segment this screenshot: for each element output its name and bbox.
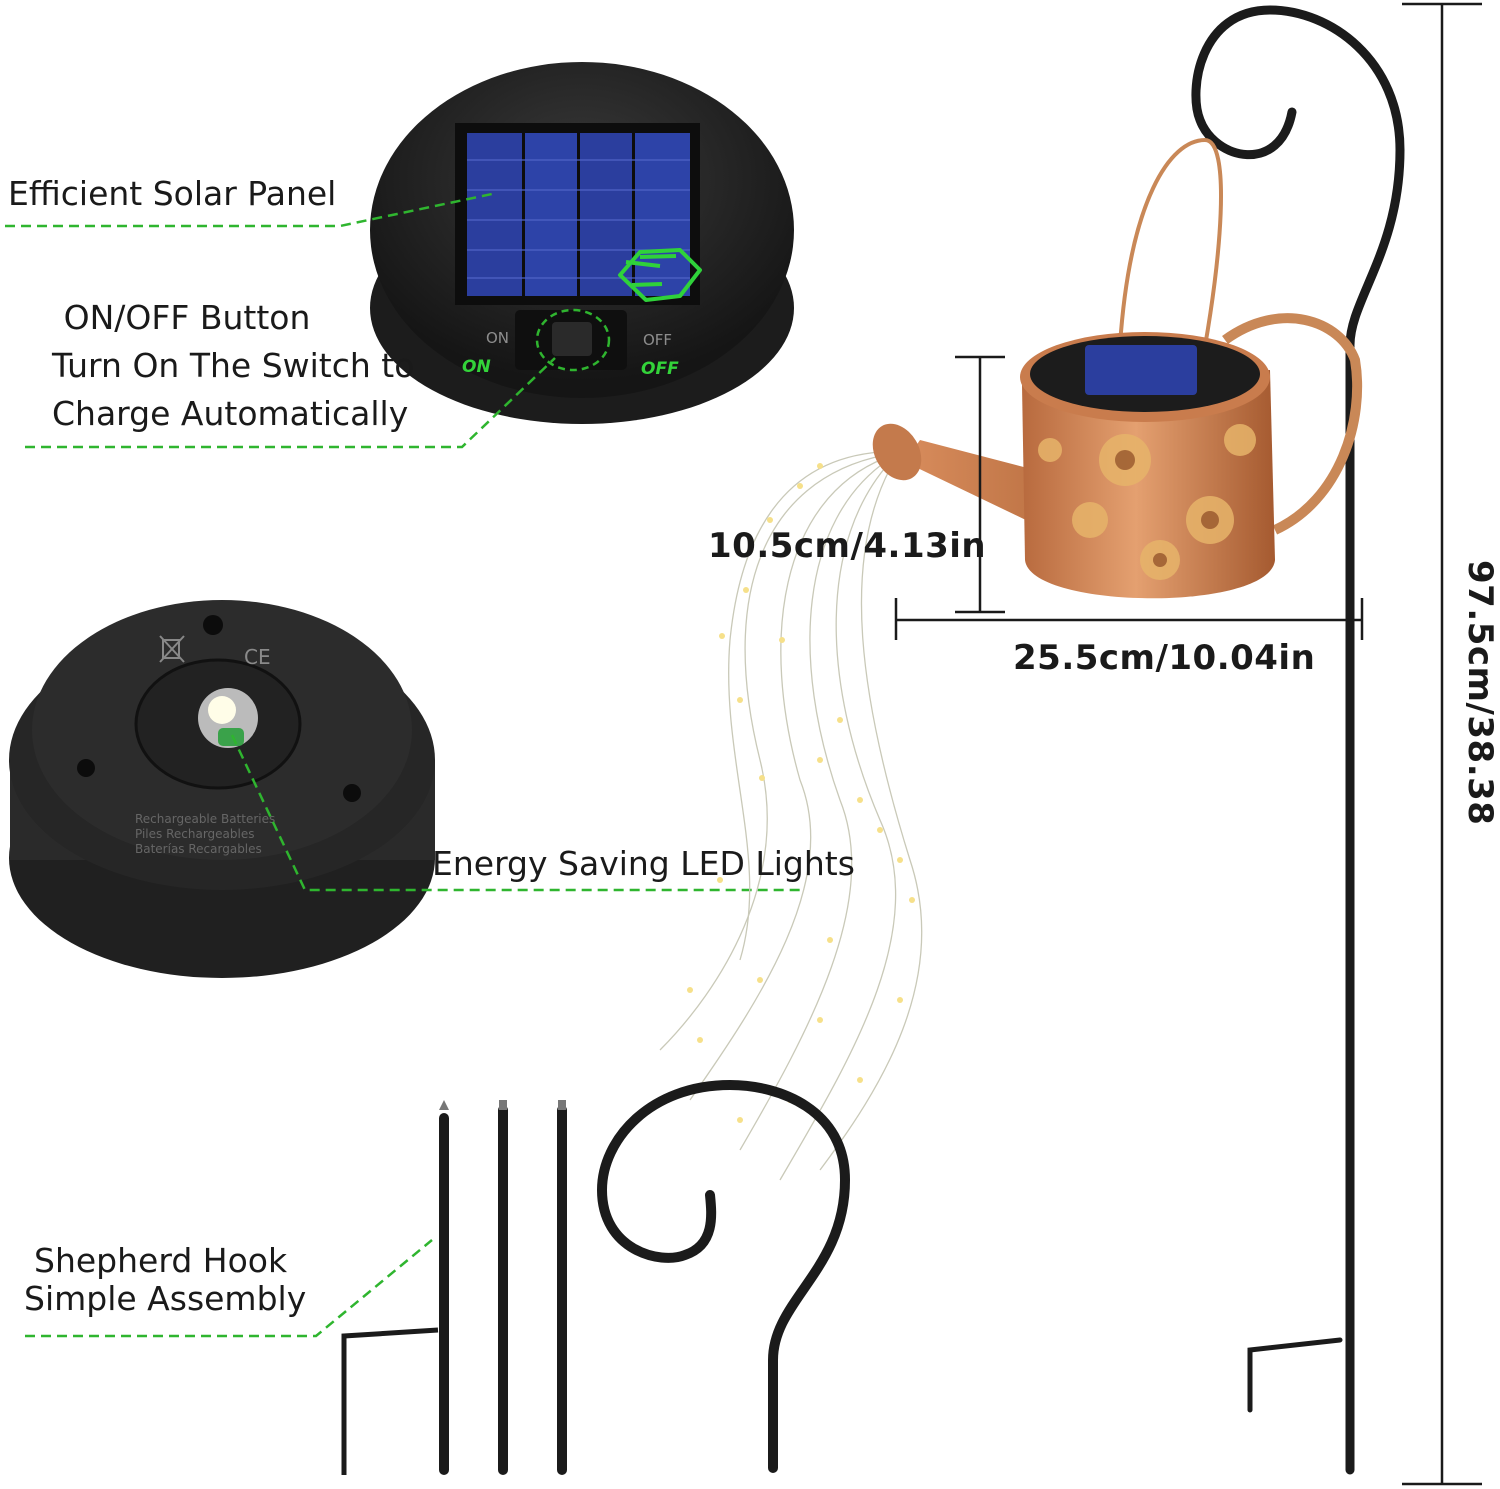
button-callout-line3: Charge Automatically [52,393,409,433]
button-callout-title: ON/OFF Button [63,298,311,337]
watering-can [872,137,1363,599]
hook-callout: Shepherd Hook Simple Assembly [24,1242,306,1318]
dimension-height-line [955,355,1005,614]
callout-line-solar [5,192,493,228]
led-light-strands [659,451,923,1181]
battery-module: CE Rechargeable Batteries Piles Recharge… [9,600,435,978]
led-beads [687,463,915,1123]
hook-callout-line1: Shepherd Hook [34,1241,288,1280]
hand-pointer-icon [618,248,702,302]
led-callout: Energy Saving LED Lights [432,844,855,883]
rod-tip-2 [499,1100,507,1110]
callout-line-button [25,357,556,449]
solar-panel-callout: Efficient Solar Panel [8,174,337,213]
button-callout-line2: Turn On The Switch to [52,345,415,385]
rod-tip-3 [558,1100,566,1110]
switch-off-small: OFF [643,331,672,349]
dimension-width-line [894,598,1364,640]
solar-module-icon: ON OFF ON OFF [370,62,794,424]
battery-text-2: Piles Rechargeables [135,827,255,841]
led-bulb-icon [198,688,258,748]
hook-stake-foot [341,1327,439,1475]
switch-on-small: ON [486,329,509,347]
rod-tip-1 [439,1100,449,1110]
button-callout: ON/OFF Button Turn On The Switch to Char… [52,294,415,438]
total-height-dimension-label: 97.5cm/38.38 [1460,560,1500,826]
switch-on-label: ON [462,357,491,377]
hook-callout-line2: Simple Assembly [24,1278,307,1318]
hook-top-curve [596,1079,851,1473]
battery-text-3: Baterías Recargables [135,842,262,856]
callout-line-led [230,734,800,892]
switch-off-label: OFF [641,359,679,379]
solar-panel [455,123,700,305]
recycle-bin-icon [159,635,185,663]
width-dimension-label: 25.5cm/10.04in [1013,638,1316,678]
battery-text-1: Rechargeable Batteries [135,812,275,826]
ce-mark: CE [244,645,271,669]
height-dimension-label: 10.5cm/4.13in [708,526,987,566]
dimension-total-line [1402,2,1482,1486]
callout-line-hook [25,1239,433,1338]
shepherd-hook-assembled [1191,5,1405,1475]
